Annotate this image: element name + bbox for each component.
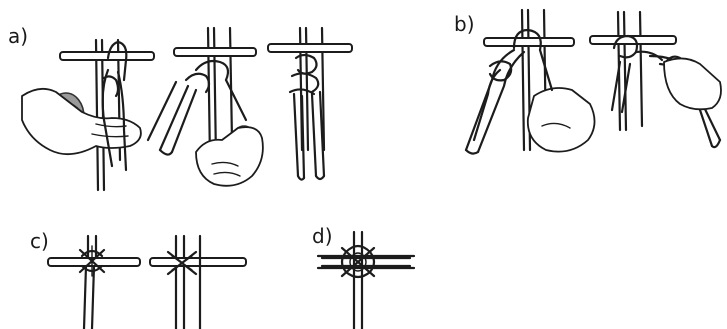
panel-b-step-1	[466, 10, 595, 154]
hand	[664, 58, 721, 109]
hand	[528, 88, 595, 152]
panel-a-step-3	[268, 28, 352, 180]
panel-a-step-2	[148, 28, 263, 186]
panel-b-step-2	[590, 12, 721, 147]
panel-c-step-2	[150, 236, 246, 329]
panel-label-c: c)	[30, 231, 49, 251]
panel-a-step-1	[22, 40, 154, 190]
hand	[196, 127, 263, 186]
panel-label-d: d)	[312, 226, 333, 246]
panel-label-a: a)	[8, 26, 28, 46]
panel-c-step-1	[48, 236, 140, 329]
panel-label-b: b)	[454, 14, 475, 34]
